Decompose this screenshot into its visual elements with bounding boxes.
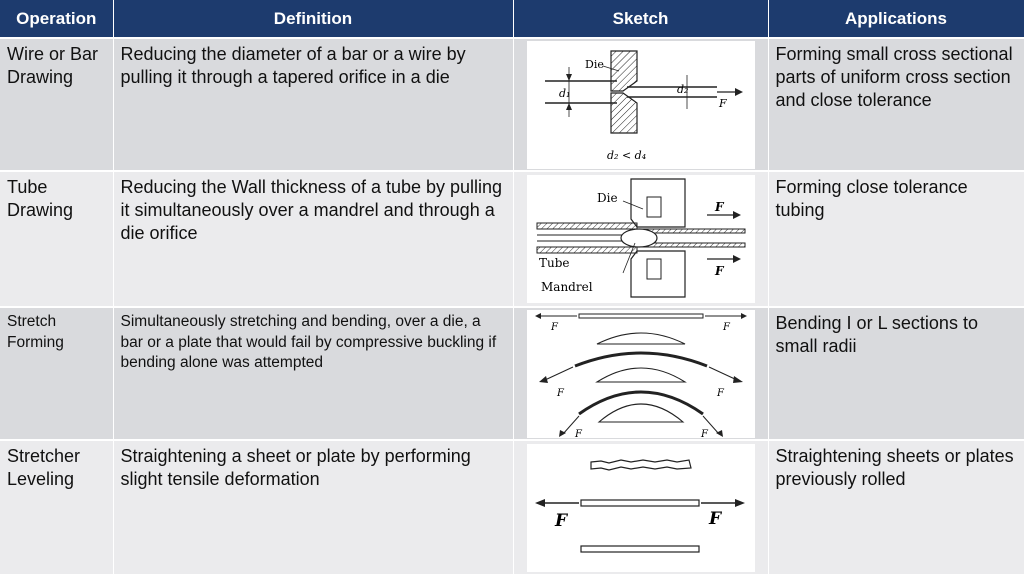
- definition-cell: Reducing the Wall thickness of a tube by…: [113, 171, 514, 308]
- force-label: F: [716, 388, 725, 399]
- header-applications: Applications: [768, 0, 1024, 39]
- table-row: Wire or Bar Drawing Reducing the diamete…: [0, 38, 1024, 172]
- force-label: F: [714, 264, 725, 278]
- header-sketch: Sketch: [513, 0, 769, 39]
- mandrel-label: Mandrel: [541, 280, 593, 294]
- sketch-caption: d₂ < d₄: [607, 149, 646, 162]
- die-label: Die: [597, 191, 618, 205]
- sketch-cell: F F F F F F: [513, 307, 769, 441]
- definition-cell: Simultaneously stretching and bending, o…: [113, 307, 514, 441]
- tube-drawing-sketch: Die Tube Mandrel F F: [526, 175, 755, 303]
- operation-cell: Stretcher Leveling: [0, 440, 114, 576]
- header-operation: Operation: [0, 0, 114, 39]
- table-row: Tube Drawing Reducing the Wall thickness…: [0, 171, 1024, 308]
- wire-drawing-sketch: Die d₁ d₂ F d₂ < d₄: [526, 40, 755, 169]
- force-label: F: [708, 509, 723, 529]
- stretch-forming-sketch: F F F F F F: [526, 309, 755, 438]
- tube-label: Tube: [539, 256, 570, 270]
- force-label: F: [700, 429, 709, 438]
- force-label: F: [714, 200, 725, 214]
- force-label: F: [718, 97, 727, 110]
- header-row: Operation Definition Sketch Applications: [0, 0, 1024, 39]
- die-label: Die: [585, 58, 604, 71]
- application-cell: Forming small cross sectional parts of u…: [768, 38, 1024, 172]
- application-cell: Bending I or L sections to small radii: [768, 307, 1024, 441]
- d1-label: d₁: [559, 87, 570, 100]
- definition-cell: Reducing the diameter of a bar or a wire…: [113, 38, 514, 172]
- operation-cell: Wire or Bar Drawing: [0, 38, 114, 172]
- operation-cell: Stretch Forming: [0, 307, 114, 441]
- application-cell: Straightening sheets or plates previousl…: [768, 440, 1024, 576]
- sketch-cell: Die d₁ d₂ F d₂ < d₄: [513, 38, 769, 172]
- table-row: Stretch Forming Simultaneously stretchin…: [0, 307, 1024, 441]
- definition-cell: Straightening a sheet or plate by perfor…: [113, 440, 514, 576]
- force-label: F: [722, 322, 731, 333]
- stretcher-leveling-sketch: F F: [526, 443, 755, 572]
- operation-cell: Tube Drawing: [0, 171, 114, 308]
- force-label: F: [554, 511, 569, 531]
- application-cell: Forming close tolerance tubing: [768, 171, 1024, 308]
- header-definition: Definition: [113, 0, 514, 39]
- force-label: F: [574, 429, 583, 438]
- force-label: F: [550, 322, 559, 333]
- sketch-cell: F F: [513, 440, 769, 576]
- sketch-cell: Die Tube Mandrel F F: [513, 171, 769, 308]
- force-label: F: [556, 388, 565, 399]
- d2-label: d₂: [677, 83, 688, 96]
- table-row: Stretcher Leveling Straightening a sheet…: [0, 440, 1024, 576]
